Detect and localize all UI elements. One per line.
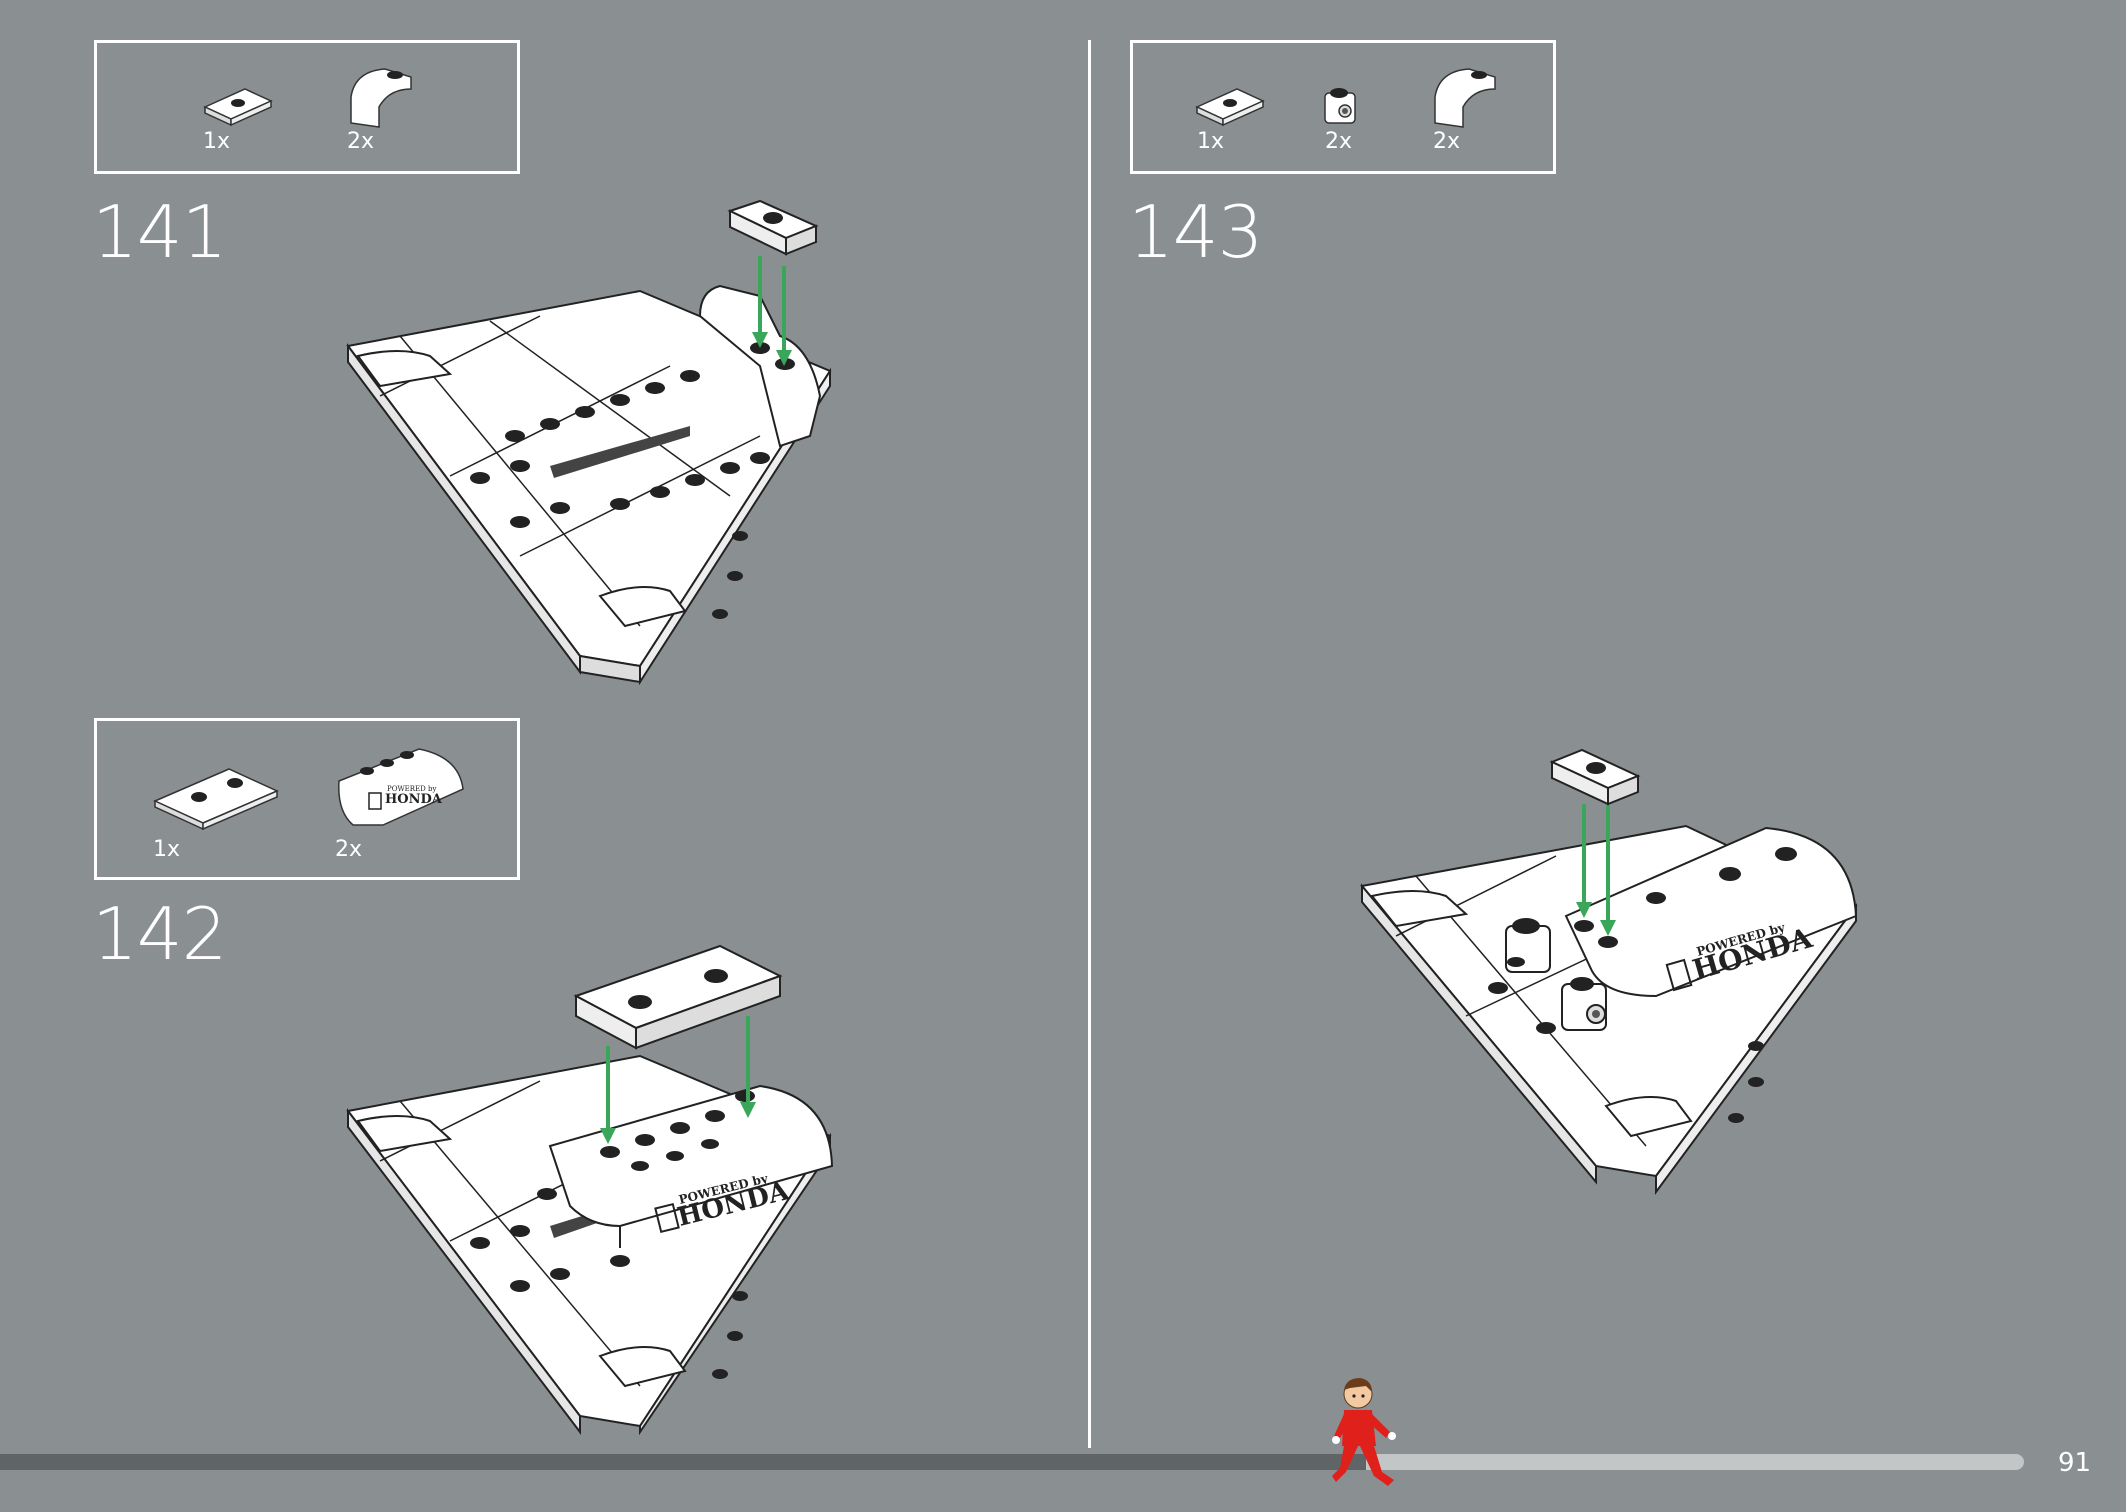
printed-logo-small: POWERED by (387, 785, 436, 793)
round-brick-with-hole-icon (1324, 88, 1356, 124)
curved-slope-icon (350, 68, 412, 128)
plate-1x2-jumper-icon (203, 88, 273, 127)
step-number: 142 (92, 892, 227, 976)
parts-box-step-142: 1x POWERED by HONDA 2x (94, 718, 520, 880)
part-qty: 1x (1197, 129, 1225, 154)
step-142-model-illustration: POWERED by HONDA (346, 944, 834, 1436)
step-number: 141 (92, 190, 227, 274)
curved-slope-icon (1434, 68, 1496, 128)
part-qty: 2x (335, 837, 363, 862)
part-qty: 2x (1325, 129, 1353, 154)
plate-2x4-icon (153, 768, 279, 831)
progress-fill (0, 1454, 1367, 1470)
part-qty: 2x (1433, 129, 1461, 154)
part-qty: 1x (203, 129, 231, 154)
parts-box-step-143: 1x 2x 2x (1130, 40, 1556, 174)
printed-logo-brand: HONDA (385, 792, 443, 807)
parts-box-step-141: 1x 2x (94, 40, 520, 174)
step-number: 143 (1128, 190, 1263, 274)
running-minifigure-icon (1332, 1378, 1397, 1486)
part-qty: 1x (153, 837, 181, 862)
page-divider (1088, 40, 1091, 1448)
step-141-model-illustration (346, 199, 832, 686)
progress-bar (0, 1454, 2024, 1470)
part-qty: 2x (347, 129, 375, 154)
step-143-model-illustration: POWERED by HONDA (1360, 748, 1858, 1196)
plate-1x2-jumper-icon (1195, 88, 1265, 127)
page-number: 91 (2058, 1448, 2092, 1478)
honda-printed-slope-icon: POWERED by HONDA (338, 748, 464, 826)
